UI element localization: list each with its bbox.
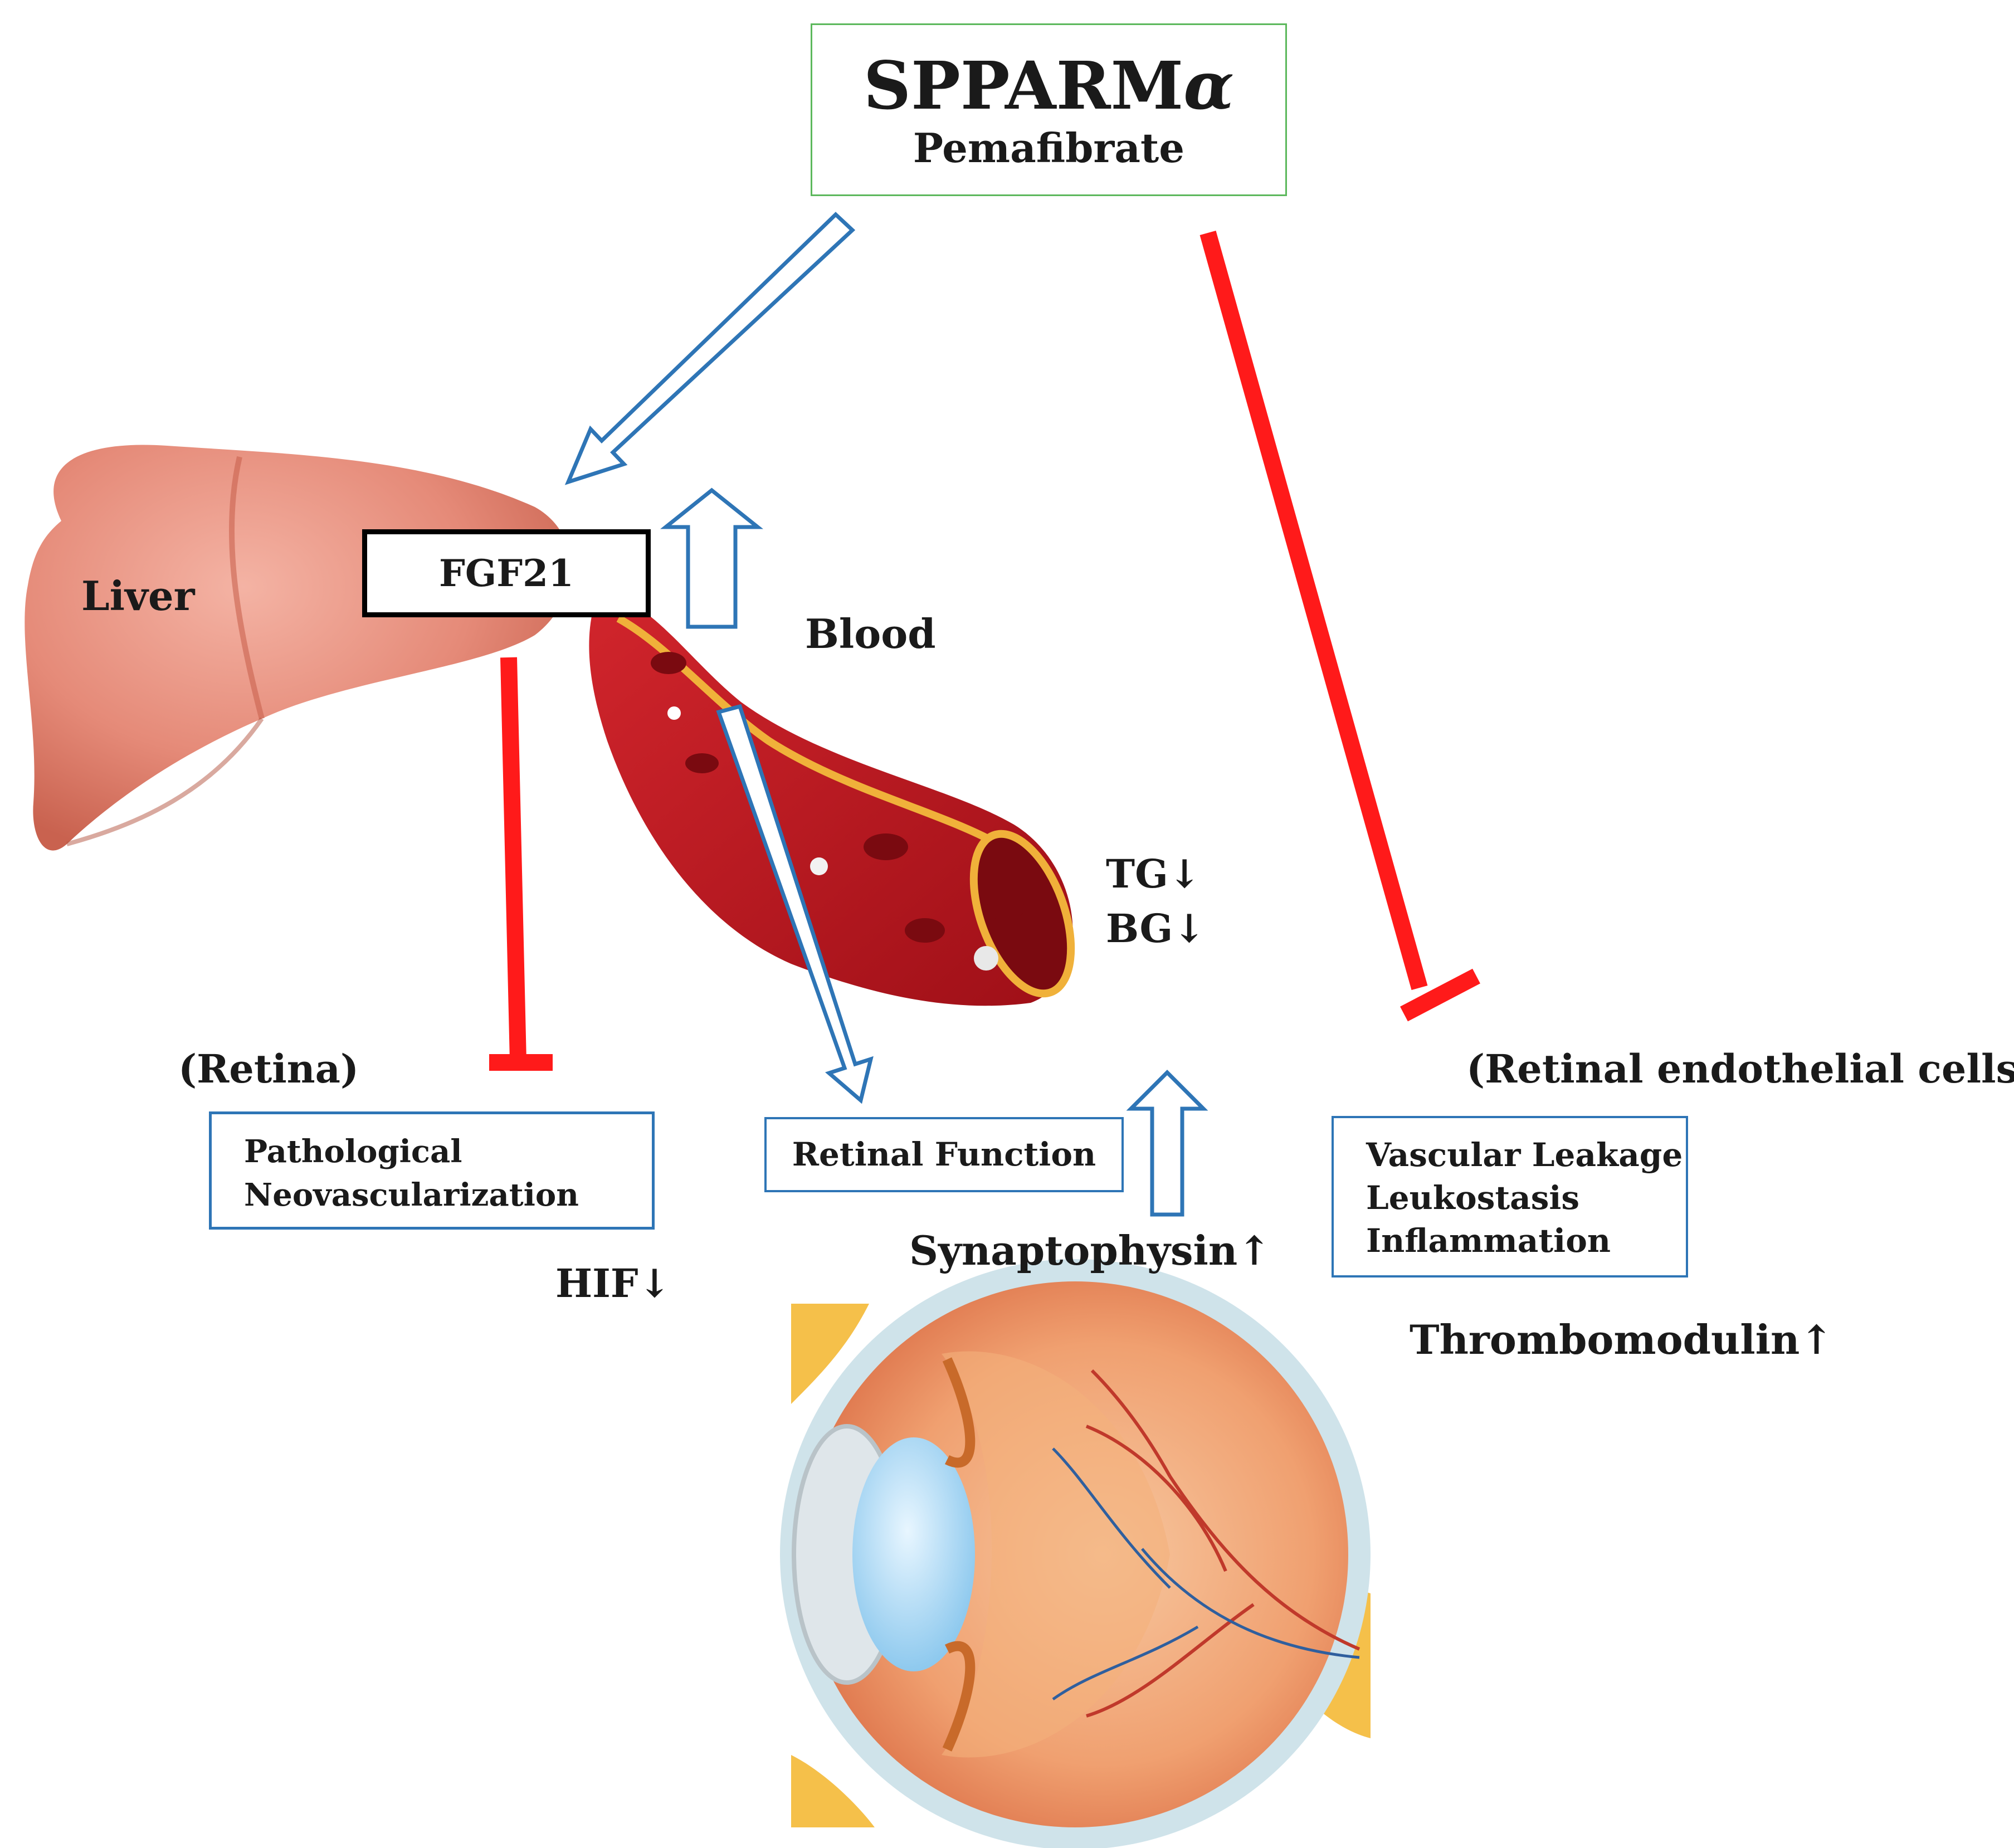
inhibition-fgf21-to-neovascularization (500, 657, 526, 1062)
pemafibrate-label: Pemafibrate (913, 124, 1185, 172)
leukostasis-line: Leukostasis (1366, 1179, 1580, 1217)
retinal-function-box: Retinal Function (764, 1117, 1124, 1192)
inhibition-drug-bar (1400, 968, 1480, 1022)
liver-illustration (25, 445, 570, 851)
bg-marker: BG↓ (1106, 905, 1206, 952)
blood-vessel-illustration (589, 597, 1075, 1006)
arrow-blood-to-retinal-function (716, 704, 874, 1104)
blood-label: Blood (805, 610, 936, 657)
activation-arrows (564, 212, 1208, 1217)
hif-marker: HIF↓ (555, 1260, 671, 1306)
eye-illustration (780, 1259, 1371, 1848)
inhibition-drug-to-endothelial (1199, 230, 1428, 991)
spparm-alpha-title: SPPARMα (863, 46, 1235, 124)
vascular-leakage-line: Vascular Leakage (1366, 1136, 1683, 1174)
endothelial-effects-box: Vascular Leakage Leukostasis Inflammatio… (1332, 1116, 1688, 1277)
pathological-neovascularization-box: Pathological Neovascularization (209, 1111, 655, 1230)
endothelial-heading: (Retinal endothelial cells) (1466, 1046, 2014, 1092)
inhibition-arrows (489, 230, 1480, 1071)
fgf21-label: FGF21 (439, 551, 574, 595)
retina-heading: (Retina) (178, 1046, 359, 1092)
spparm-alpha-box: SPPARMα Pemafibrate (811, 23, 1287, 196)
thrombomodulin-marker: Thrombomodulin↑ (1410, 1316, 1833, 1363)
arrow-synaptophysin-up (1126, 1070, 1208, 1217)
tg-marker: TG↓ (1106, 851, 1201, 897)
retinal-function-label: Retinal Function (792, 1135, 1096, 1173)
liver-label: Liver (81, 572, 195, 620)
pathological-line: Pathological (244, 1133, 462, 1170)
neovascularization-line: Neovascularization (244, 1177, 579, 1213)
fgf21-box: FGF21 (362, 529, 651, 617)
arrow-fgf21-to-blood (660, 487, 763, 629)
arrow-drug-to-liver (564, 212, 856, 485)
synaptophysin-marker: Synaptophysin↑ (909, 1227, 1271, 1274)
inflammation-line: Inflammation (1366, 1222, 1611, 1260)
